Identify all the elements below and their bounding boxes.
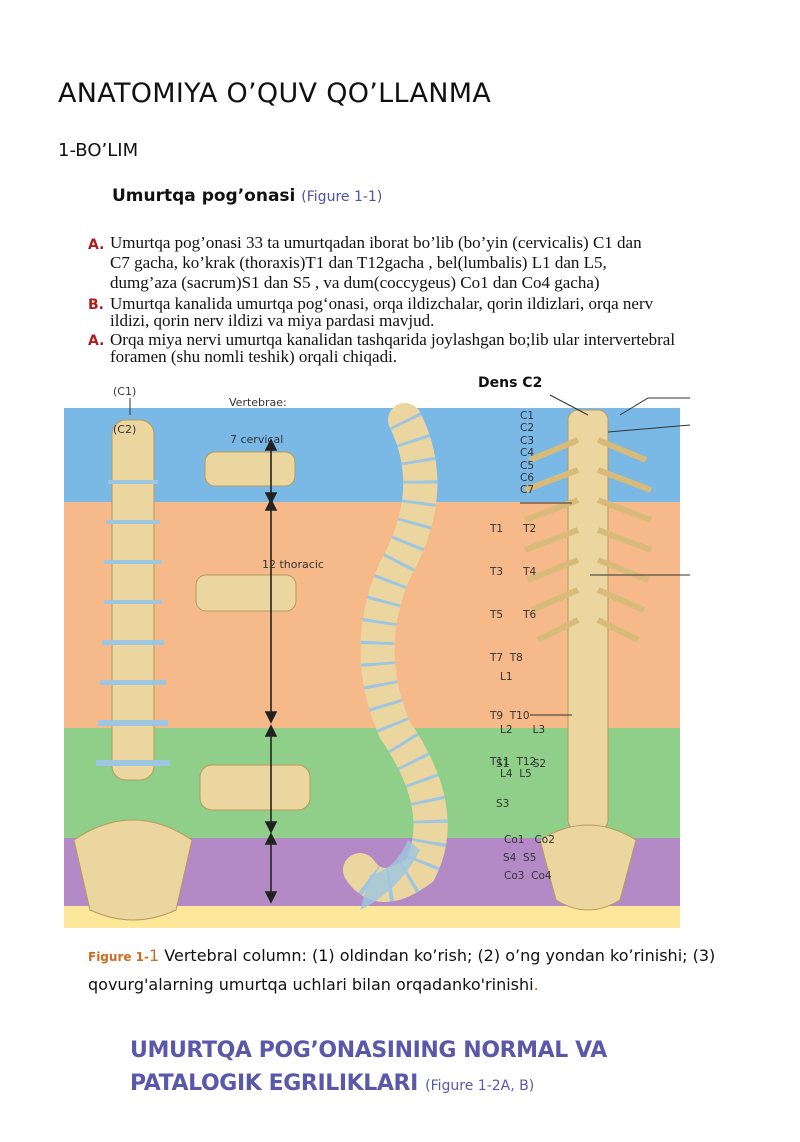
level-label: L4 L5 (500, 768, 532, 780)
list-item-a2: A. Orqa miya nervi umurtqa kanalidan tas… (88, 331, 758, 367)
list-marker: A. (88, 237, 105, 253)
list-item-line: C7 gacha, ko’krak (thoraxis)T1 dan T12ga… (110, 253, 607, 272)
vertebrae-label: Vertebrae: (229, 396, 287, 409)
level-label: L1 (500, 671, 513, 683)
list-item-line: ildizi, qorin nerv ildizi va miya pardas… (110, 311, 435, 330)
coccygeal-band (64, 906, 680, 928)
list-item-b: B. Umurtqa kanalida umurtqa pog‘onasi, o… (88, 295, 758, 329)
level-label: C1 (520, 410, 535, 422)
caption-end: . (533, 975, 539, 994)
level-label: T5 T6 (490, 609, 537, 621)
spine-illustration (73, 394, 691, 921)
level-label: C4 (520, 447, 535, 460)
dens-c2-label: Dens C2 (478, 375, 543, 391)
cervical-label: 7 cervical (230, 433, 284, 446)
vertebra-detail-illustrations (195, 451, 311, 811)
level-label: Co3 Co4 (504, 870, 552, 882)
thoracic-level-labels: T1 T2 T3 T4 T5 T6 T7 T8 T9 T10 T11 T12 (490, 499, 536, 792)
level-label: C2 (520, 422, 535, 435)
level-label: C7 (520, 484, 535, 497)
level-label: Co1 Co2 (504, 834, 555, 846)
list-item-line: dumg’aza (sacrum)S1 dan S5 , va dum(cocc… (110, 273, 600, 292)
front-c2-label: (C2) (113, 423, 137, 436)
anterior-view-spine (73, 419, 193, 921)
section-heading-line: UMURTQA POG’ONASINING NORMAL VA (130, 1038, 607, 1063)
level-label: C5 (520, 459, 535, 472)
list-marker: B. (88, 297, 104, 313)
caption-text: Vertebral column: (1) oldindan ko’rish; … (88, 946, 716, 994)
level-label: T9 T10 (490, 710, 530, 722)
list-item-a1: A. Umurtqa pog’onasi 33 ta umurtqadan ib… (88, 233, 758, 293)
lumbar-level-labels: L1 L2 L3 L4 L5 (500, 647, 545, 804)
section-label: 1-BO’LIM (58, 140, 139, 161)
level-label: S3 (496, 798, 510, 810)
posterior-view-spine (523, 409, 653, 911)
level-label: C3 (520, 434, 535, 447)
section-heading: UMURTQA POG’ONASINING NORMAL VA PATALOGI… (130, 1034, 690, 1103)
level-label: T1 T2 (490, 523, 537, 535)
figure-reference: (Figure 1-1) (301, 189, 383, 205)
list-item-line: Umurtqa kanalida umurtqa pog‘onasi, orqa… (110, 294, 654, 313)
caption-figure-number: 1 (149, 946, 160, 965)
level-label: S4 S5 (503, 852, 537, 864)
list-item-line: foramen (shu nomli teshik) orqali chiqad… (110, 347, 398, 366)
lateral-view-spine (343, 403, 448, 910)
subheading-text: Umurtqa pog’onasi (112, 186, 296, 206)
level-label: T7 T8 (490, 652, 523, 664)
figure-reference: (Figure 1-2A, B) (425, 1078, 535, 1094)
level-label: C6 (520, 472, 535, 485)
thoracic-label: 12 thoracic (262, 558, 324, 571)
caption-figure-word: Figure 1- (88, 950, 150, 964)
figure-caption: Figure 1-1 Vertebral column: (1) oldinda… (88, 942, 738, 999)
level-label: T11 T12 (490, 756, 537, 768)
section-heading-line: PATALOGIK EGRILIKLARI (130, 1071, 418, 1096)
cervical-level-labels: C1 C2 C3 C4 C5 C6 C7 (520, 410, 534, 497)
level-label: L2 L3 (500, 724, 546, 736)
region-arrows (264, 438, 278, 904)
level-label: S1 S2 (496, 758, 547, 770)
coccygeal-level-labels: Co1 Co2 Co3 Co4 (504, 810, 555, 906)
list-item-line: Orqa miya nervi umurtqa kanalidan tashqa… (110, 330, 676, 349)
subheading: Umurtqa pog’onasi (Figure 1-1) (112, 186, 382, 206)
front-c1-label: (C1) (113, 385, 137, 398)
vertebral-column-figure: (C1) (C2) Vertebrae: 7 cervical 12 thora… (0, 370, 800, 935)
list-marker: A. (88, 333, 105, 349)
level-label: T3 T4 (490, 566, 537, 578)
document-title: ANATOMIYA O’QUV QO’LLANMA (58, 78, 492, 109)
sacral-level-labels: S1 S2 S3 S4 S5 (496, 734, 546, 888)
label-leader-lines (129, 394, 691, 716)
list-item-line: Umurtqa pog’onasi 33 ta umurtqadan ibora… (110, 233, 642, 252)
